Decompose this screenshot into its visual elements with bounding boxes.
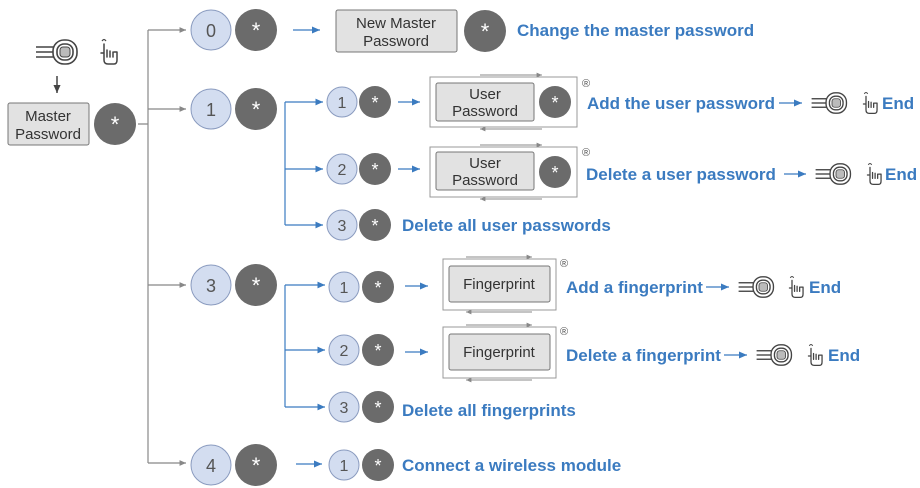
key-3-1 [328, 271, 360, 303]
user-password-1-star-key [539, 86, 571, 118]
key-3-1-label: 1 [340, 280, 349, 297]
start-star-label: * [111, 112, 120, 137]
key-4 [190, 444, 232, 486]
new-master-password-box [335, 9, 458, 53]
key-4-1-star [362, 449, 394, 481]
delete-user-password-text: Delete a user password [586, 165, 776, 184]
key-1-2-label: 2 [338, 162, 347, 179]
end-text-1: End [882, 94, 914, 113]
key-1 [190, 88, 232, 130]
master-password-line2: Password [15, 126, 81, 143]
add-fingerprint-text: Add a fingerprint [566, 278, 703, 297]
user-password-box-2 [435, 151, 535, 191]
key-3-3-star-label: * [374, 398, 381, 418]
key-1-1-star [359, 86, 391, 118]
key-1-1-label: 1 [338, 95, 347, 112]
key-4-1-label: 1 [340, 458, 349, 475]
master-password-line1: Master [25, 108, 71, 125]
key-3-2 [328, 334, 360, 366]
new-master-star-label: * [481, 19, 490, 44]
key-1-1-star-label: * [371, 93, 378, 113]
key-3-3 [328, 391, 360, 423]
end-scanner-icon-3 [737, 276, 775, 298]
key-1-3-star-label: * [371, 216, 378, 236]
user-password-2-line2: Password [452, 172, 518, 189]
fingerprint-box-1-label: Fingerprint [463, 276, 536, 293]
key-1-2-star-label: * [371, 160, 378, 180]
start-star-key [94, 103, 136, 145]
add-user-password-text: Add the user password [587, 94, 775, 113]
fingerprint-box-2-label: Fingerprint [463, 344, 536, 361]
key-1-star-label: * [252, 97, 261, 122]
end-scanner-icon-1 [810, 92, 848, 114]
key-1-3 [326, 209, 358, 241]
key-1-2 [326, 153, 358, 185]
fingerprint-box-2 [448, 333, 551, 371]
key-4-star [235, 444, 277, 486]
key-0-label: 0 [206, 21, 216, 41]
key-3-1-star [362, 271, 394, 303]
key-1-label: 1 [206, 100, 216, 120]
delete-fingerprint-text: Delete a fingerprint [566, 346, 721, 365]
registered-mark-3: ® [560, 258, 568, 270]
start-finger-touch-icon [100, 38, 118, 65]
new-master-star-key [464, 10, 506, 52]
key-1-star [235, 88, 277, 130]
key-3-2-label: 2 [340, 343, 349, 360]
key-4-star-label: * [252, 453, 261, 478]
new-master-password-line1: New Master [356, 15, 436, 32]
fingerprint-box-1 [448, 265, 551, 303]
user-password-box-1 [435, 82, 535, 122]
end-finger-touch-icon-2 [866, 162, 882, 185]
end-finger-touch-icon-4 [807, 343, 823, 366]
end-text-4: End [828, 346, 860, 365]
user-password-1-star-label: * [551, 93, 558, 113]
end-scanner-icon-4 [755, 344, 793, 366]
connect-wireless-module-text: Connect a wireless module [402, 456, 621, 475]
master-password-box [7, 102, 90, 146]
key-3 [190, 264, 232, 306]
end-text-3: End [809, 278, 841, 297]
end-finger-touch-icon-3 [788, 275, 804, 298]
registered-mark-4: ® [560, 326, 568, 338]
delete-all-fingerprints-text: Delete all fingerprints [402, 401, 576, 420]
key-3-3-label: 3 [340, 400, 349, 417]
new-master-password-line2: Password [363, 33, 429, 50]
key-4-label: 4 [206, 456, 216, 476]
user-password-1-line1: User [469, 86, 501, 103]
registered-mark-2: ® [582, 147, 590, 159]
user-password-2-star-key [539, 156, 571, 188]
key-1-3-label: 3 [338, 218, 347, 235]
key-1-1 [326, 86, 358, 118]
key-3-star-label: * [252, 273, 261, 298]
key-4-1-star-label: * [374, 456, 381, 476]
key-3-2-star-label: * [374, 341, 381, 361]
user-password-2-star-label: * [551, 163, 558, 183]
end-scanner-icon-2 [814, 163, 852, 185]
main-trunk-line [138, 30, 149, 463]
key-1-2-star [359, 153, 391, 185]
key-3-3-star [362, 391, 394, 423]
key-0 [190, 9, 232, 51]
start-scanner-icon [35, 39, 78, 65]
key-3-star [235, 264, 277, 306]
user-password-2-line1: User [469, 155, 501, 172]
end-text-2: End [885, 165, 917, 184]
key-1-3-star [359, 209, 391, 241]
key-0-star [235, 9, 277, 51]
key-3-2-star [362, 334, 394, 366]
user-password-1-line2: Password [452, 103, 518, 120]
end-finger-touch-icon-1 [862, 91, 878, 114]
key-4-1 [328, 449, 360, 481]
change-master-password-text: Change the master password [517, 21, 754, 40]
key-3-label: 3 [206, 276, 216, 296]
key-0-star-label: * [252, 18, 261, 43]
registered-mark-1: ® [582, 78, 590, 90]
delete-all-user-passwords-text: Delete all user passwords [402, 216, 611, 235]
key-3-1-star-label: * [374, 278, 381, 298]
